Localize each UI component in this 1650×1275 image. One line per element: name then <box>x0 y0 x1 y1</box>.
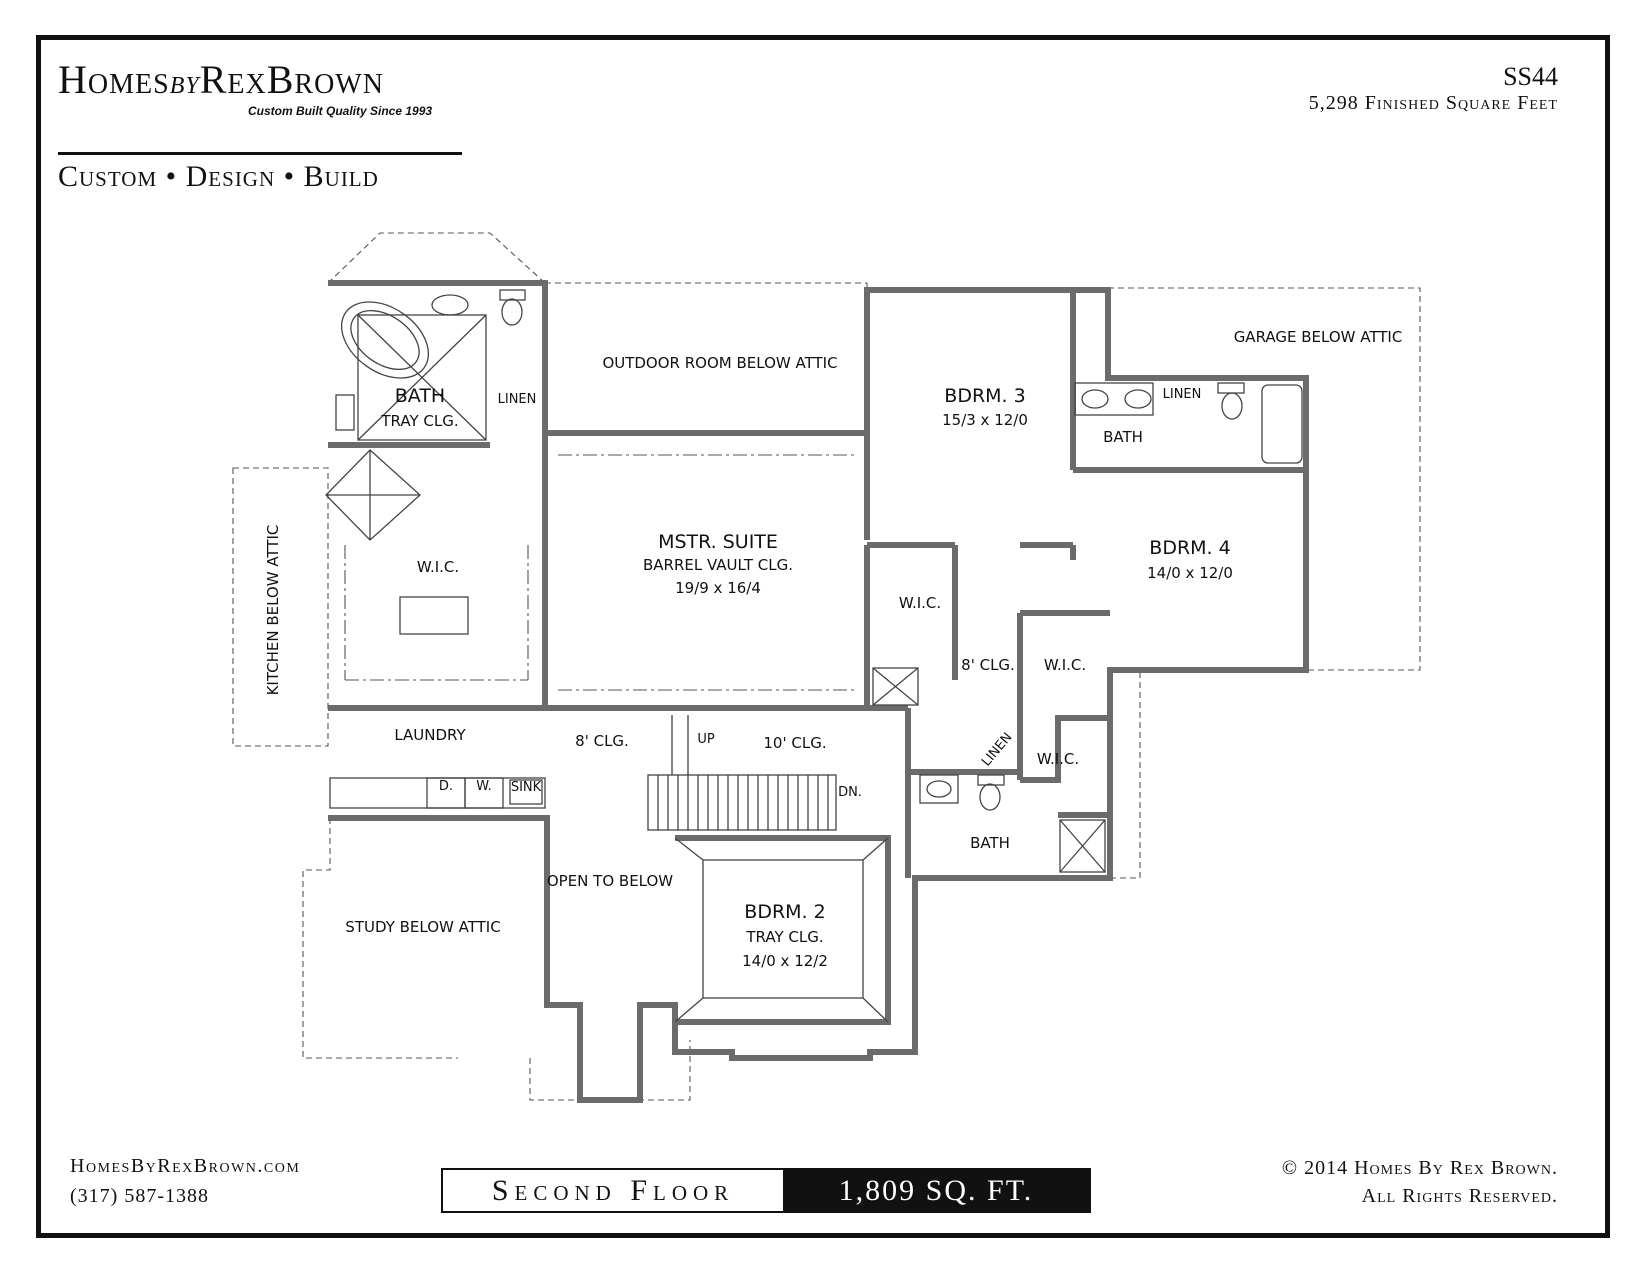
master-suite-ceiling: BARREL VAULT CLG. <box>643 556 793 574</box>
study-label: STUDY BELOW ATTIC <box>345 918 500 936</box>
bdrm4-size: 14/0 x 12/0 <box>1147 564 1233 582</box>
outdoor-room-label: OUTDOOR ROOM BELOW ATTIC <box>602 354 837 372</box>
company-tagline: Custom Built Quality Since 1993 <box>248 104 433 118</box>
sink-label: SINK <box>511 780 542 795</box>
bdrm3-wic-label: W.I.C. <box>899 594 941 612</box>
finished-square-feet: 5,298 Finished Square Feet <box>1308 92 1558 114</box>
walls <box>328 280 1309 1103</box>
fixtures <box>325 289 1303 1023</box>
bdrm4-name: BDRM. 4 <box>1149 537 1230 559</box>
bdrm4-wic-label: W.I.C. <box>1044 656 1086 674</box>
master-suite-name: MSTR. SUITE <box>658 531 778 553</box>
company-logo: HomesbyRexBrown Custom Built Quality Sin… <box>58 57 478 193</box>
washer-label: W. <box>476 779 492 794</box>
website-text: HomesByRexBrown.com <box>70 1155 301 1177</box>
bath2-linen-label: LINEN <box>1163 387 1202 402</box>
shared-bath-label: BATH <box>1103 428 1143 446</box>
logo-divider <box>58 152 462 155</box>
bdrm3-size: 15/3 x 12/0 <box>942 411 1028 429</box>
copyright-line-2: All Rights Reserved. <box>1361 1185 1558 1207</box>
company-motto: Custom • Design • Build <box>58 160 379 193</box>
kitchen-label: KITCHEN BELOW ATTIC <box>264 525 282 696</box>
phone-text: (317) 587-1388 <box>70 1185 209 1207</box>
floor-area: 1,809 SQ. FT. <box>783 1170 1089 1211</box>
stair-ceiling-label: 10' CLG. <box>763 734 826 752</box>
garage-label: GARAGE BELOW ATTIC <box>1234 328 1403 346</box>
floor-name: Second Floor <box>491 1173 735 1207</box>
hall-ceiling-right: 8' CLG. <box>961 656 1015 674</box>
copyright-line-1: © 2014 Homes By Rex Brown. <box>1281 1157 1558 1179</box>
master-bath-ceiling: TRAY CLG. <box>380 412 458 430</box>
bdrm2-ceiling: TRAY CLG. <box>745 928 823 946</box>
laundry-label: LAUNDRY <box>394 726 466 744</box>
master-bath-name: BATH <box>395 385 445 407</box>
plan-code: SS44 <box>1503 62 1558 91</box>
page-border <box>36 35 1610 1238</box>
stairs <box>647 715 837 831</box>
bdrm3-name: BDRM. 3 <box>944 385 1025 407</box>
master-linen-label: LINEN <box>498 392 537 407</box>
open-to-below-label: OPEN TO BELOW <box>547 872 673 890</box>
master-wic-label: W.I.C. <box>417 558 459 576</box>
dryer-label: D. <box>439 779 453 794</box>
company-name: HomesbyRexBrown <box>58 57 384 102</box>
floor-title-box: Second Floor 1,809 SQ. FT. <box>441 1168 1091 1213</box>
hall-linen-label: LINEN <box>979 730 1015 769</box>
lower-bath-label: BATH <box>970 834 1010 852</box>
bdrm2-size: 14/0 x 12/2 <box>742 952 828 970</box>
stair-down-label: DN. <box>838 785 862 800</box>
hall-ceiling-left: 8' CLG. <box>575 732 629 750</box>
bath-wic-label: W.I.C. <box>1037 750 1079 768</box>
bdrm2-name: BDRM. 2 <box>744 901 825 923</box>
stair-up-label: UP <box>697 732 715 747</box>
master-suite-size: 19/9 x 16/4 <box>675 579 761 597</box>
